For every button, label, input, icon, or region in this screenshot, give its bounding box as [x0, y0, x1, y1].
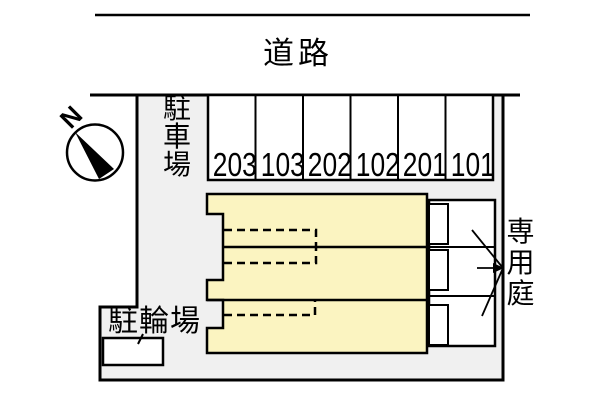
garden-label-char: 用: [506, 247, 535, 278]
road-label: 道路: [263, 36, 333, 71]
bicycle-area-label: 駐輪場: [108, 305, 201, 338]
parking-space-dividers: [254, 95, 447, 180]
parking-label-char: 駐: [162, 93, 191, 124]
bicycle-parking-box: [101, 336, 165, 367]
garden-label-char: 専: [506, 216, 535, 247]
terrace-steps: [428, 203, 449, 346]
compass-north-icon: [65, 123, 125, 182]
parking-space-number: 203: [212, 146, 257, 183]
parking-label-char: 場: [162, 149, 191, 180]
garden-label-char: 庭: [506, 278, 535, 309]
parking-space-number: 202: [307, 146, 352, 183]
garden-leader-lines: [471, 229, 504, 317]
garden-dividers: [429, 246, 495, 297]
private-garden-label: 専 用 庭: [505, 216, 536, 309]
garden-leader-arrowhead: [493, 263, 504, 273]
parking-area-label: 駐 車 場: [162, 95, 192, 179]
upper-floor-dashed-walls: [224, 228, 318, 317]
parking-space-number: 201: [402, 146, 447, 183]
building-outline: [205, 192, 429, 355]
parking-space-number: 102: [355, 146, 400, 183]
parking-space-number: 103: [260, 146, 305, 183]
parking-label-char: 車: [162, 121, 191, 152]
bicycle-leader-tick: [137, 333, 144, 345]
parking-space-number: 101: [450, 146, 495, 183]
unit-divider-walls: [207, 245, 427, 302]
